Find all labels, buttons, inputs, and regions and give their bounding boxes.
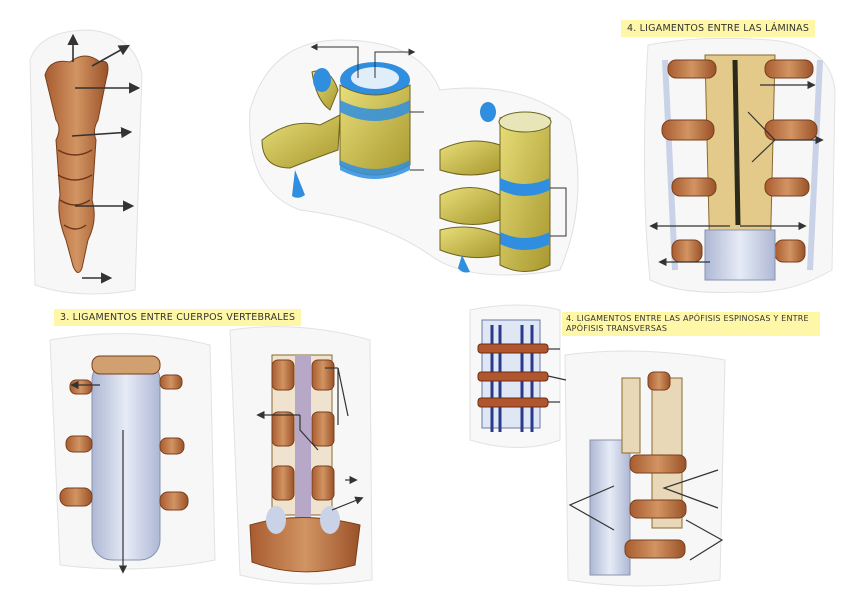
laminae-arrows (649, 80, 824, 267)
vertebra-disc-illustration (249, 39, 579, 276)
processes-lines (547, 348, 724, 561)
label-ligamentos-apofisis: 4. LIGAMENTOS ENTRE LAS APÓFISIS ESPINOS… (562, 312, 820, 336)
label-ligamentos-cuerpos-vertebrales: 3. LIGAMENTOS ENTRE CUERPOS VERTEBRALES (54, 309, 302, 326)
vertebral-bodies-arrows (70, 367, 364, 574)
sacrum-illustration (29, 29, 143, 295)
vertebra-disc-lines (310, 43, 567, 237)
sacrum-arrows (67, 33, 141, 284)
processes-illustration (469, 304, 726, 587)
label-ligamentos-laminas: 4. LIGAMENTOS ENTRE LAS LÁMINAS (621, 20, 816, 37)
vertebral-bodies-illustration (49, 326, 373, 585)
laminae-illustration (643, 37, 836, 293)
